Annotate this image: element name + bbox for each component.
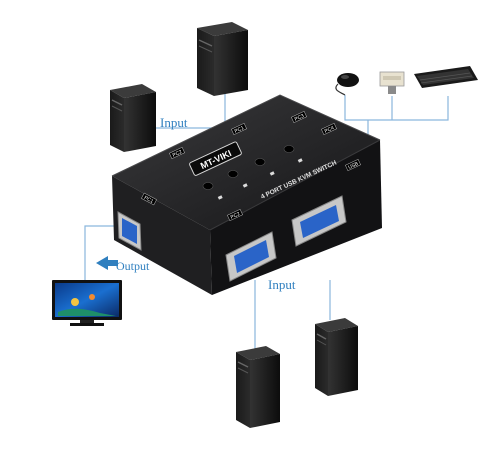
svg-text:USB: USB — [347, 161, 359, 171]
mouse-icon — [335, 73, 359, 96]
input-label-top: Input — [160, 115, 188, 130]
vga-port — [225, 231, 277, 282]
input-label-bottom: Input — [268, 277, 296, 292]
kvm-switch-device: MT-VIKI 4 PORT USB KVM SWITCH PC2 PC1 PC… — [111, 94, 382, 295]
svg-text:PC1: PC1 — [143, 195, 155, 205]
usb-printer-icon — [379, 71, 405, 94]
computer-tower-icon — [110, 84, 156, 152]
svg-text:PC3: PC3 — [294, 113, 306, 123]
svg-text:PC1: PC1 — [234, 125, 246, 135]
svg-text:PC2: PC2 — [230, 211, 242, 221]
computer-tower-icon — [197, 22, 248, 96]
vga-port — [117, 211, 142, 251]
output-label: Output — [116, 259, 150, 273]
port-label-tags: PC2 PC1 PC3 PC4 USB PC1 PC2 — [141, 110, 361, 222]
computer-tower-icon — [236, 346, 280, 428]
monitor-icon — [52, 280, 122, 326]
svg-text:PC4: PC4 — [324, 125, 336, 135]
keyboard-icon — [414, 66, 478, 88]
arrow-left-icon — [96, 256, 118, 270]
svg-text:PC2: PC2 — [172, 149, 184, 159]
pc-select-buttons — [202, 145, 303, 200]
computer-tower-icon — [315, 318, 358, 396]
vga-port — [291, 195, 347, 247]
